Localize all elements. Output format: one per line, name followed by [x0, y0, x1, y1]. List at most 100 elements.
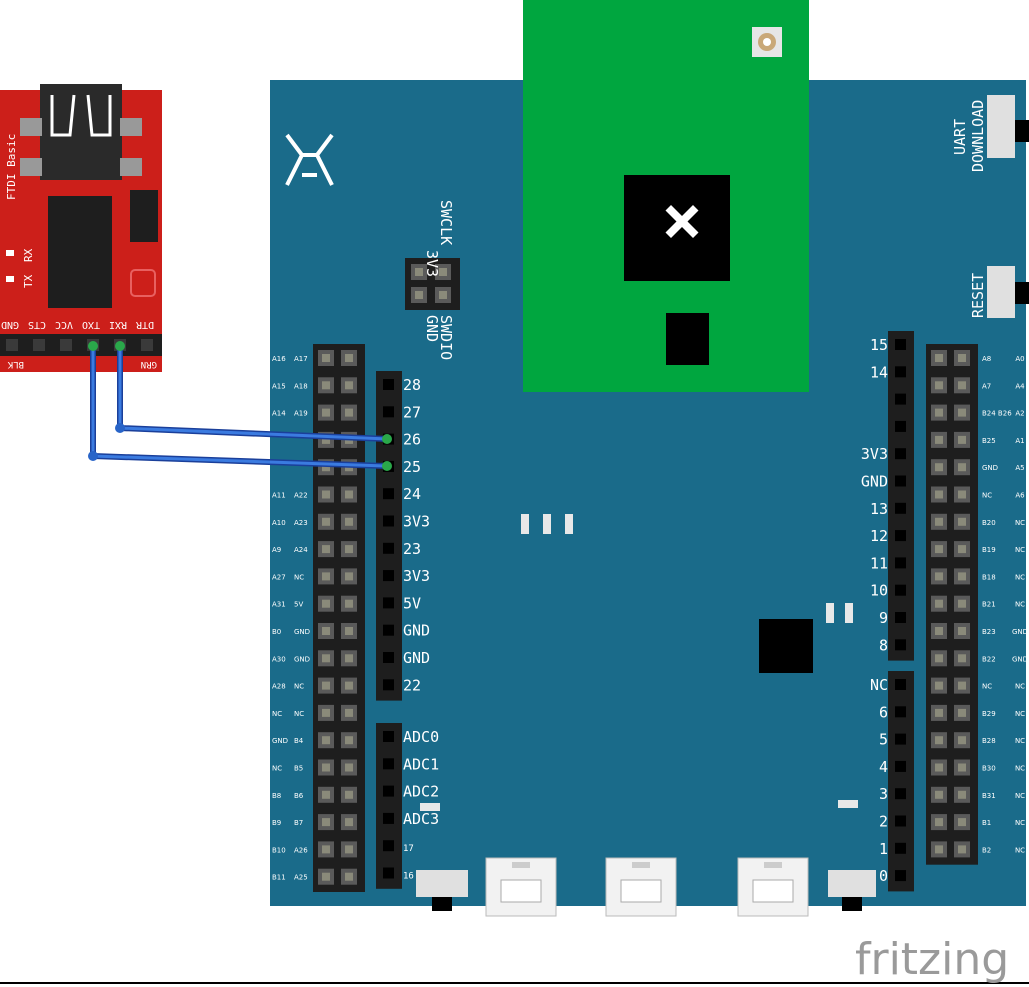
header-pin: [322, 408, 330, 417]
header-pin: [895, 760, 906, 772]
left-a-label: 26: [403, 431, 421, 449]
swd-swclk-label: SWCLK: [437, 200, 455, 245]
left-a-label: 3V3: [403, 567, 430, 585]
header-pin: [322, 381, 330, 390]
left-double-label-a: B11: [272, 874, 286, 882]
header-pin: [322, 545, 330, 554]
right-b-label: 3: [879, 785, 888, 803]
ftdi-cap: [130, 269, 156, 297]
ftdi-usb-port[interactable]: [40, 84, 122, 180]
header-pin: [322, 517, 330, 526]
header-pin: [895, 870, 906, 882]
right-double-label-a: B2: [982, 846, 991, 854]
ftdi-rxi-connection: [115, 341, 125, 351]
left-double-label-a: A31: [272, 601, 286, 609]
wire-rxi-to-26: [115, 348, 388, 442]
header-pin: [895, 530, 906, 542]
left-a-body: [376, 371, 402, 701]
header-pin: [345, 845, 353, 854]
header-pin: [345, 408, 353, 417]
right-a-label: 10: [870, 582, 888, 600]
header-pin: [958, 599, 966, 608]
pin-25-connection: [382, 461, 392, 471]
left-double-label-a: A15: [272, 382, 286, 390]
header-pin: [935, 490, 943, 499]
right-double-label-a: A8: [982, 355, 991, 363]
bottom-left-button[interactable]: [416, 870, 468, 897]
header-pin: [958, 572, 966, 581]
left-double-label-a: B8: [272, 792, 281, 800]
right-double-label-b: NC: [1015, 819, 1025, 827]
header-pin: [345, 681, 353, 690]
ftdi-tx-label: TX: [22, 274, 35, 288]
left-double-label-b: A18: [294, 382, 308, 390]
left-a-label: 22: [403, 676, 421, 694]
right-double-label-b: NC: [1015, 601, 1025, 609]
left-double-label-a: B0: [272, 628, 281, 636]
header-pin: [383, 785, 394, 797]
header-pin: [958, 627, 966, 635]
ftdi-pin-label: GND: [1, 319, 19, 330]
left-b-label: ADC1: [403, 755, 439, 773]
left-double-label-b: A24: [294, 546, 308, 554]
ftdi-header: [0, 334, 162, 356]
swd-swdio-label: SWDIO: [437, 315, 455, 360]
right-double-label-b: NC: [1015, 792, 1025, 800]
left-double-label-b: B4: [294, 737, 304, 745]
left-double-label-b: GND: [294, 655, 310, 663]
header-pin: [935, 354, 943, 362]
header-pin: [895, 584, 906, 596]
header-pin: [383, 570, 394, 582]
header-pin: [322, 354, 330, 362]
left-double-label-a: A27: [272, 573, 286, 581]
left-double-header-body: [313, 344, 365, 892]
header-pin: [345, 763, 353, 772]
right-double-label-a: B25: [982, 437, 996, 445]
led-1: [521, 514, 529, 534]
header-pin: [958, 818, 966, 827]
header-pin: [958, 790, 966, 799]
ftdi-txo-connection: [88, 341, 98, 351]
header-pin: [383, 542, 394, 554]
right-b-body: [888, 671, 914, 892]
ftdi-title: FTDI Basic: [5, 134, 18, 200]
header-pin: [958, 654, 966, 663]
left-double-label-a: A30: [272, 655, 286, 663]
header-pin: [958, 545, 966, 554]
right-a-body: [888, 331, 914, 661]
right-b-label: 2: [879, 813, 888, 831]
right-b-label: 6: [879, 703, 888, 721]
realtek-logo-icon: [665, 205, 699, 238]
header-pin: [895, 706, 906, 718]
uart-download-button[interactable]: [987, 95, 1015, 158]
right-double-label-b: NC: [1015, 573, 1025, 581]
header-pin: [958, 381, 966, 390]
left-double-label-b: A26: [294, 846, 308, 854]
right-a-label: 9: [879, 609, 888, 627]
reset-button[interactable]: [987, 266, 1015, 318]
left-b-label: ADC2: [403, 783, 439, 801]
header-pin: [383, 379, 394, 390]
header-pin: [935, 545, 943, 554]
header-pin: [935, 818, 943, 827]
header-pin: [895, 679, 906, 690]
left-double-label-b: A19: [294, 410, 308, 418]
header-pin: [935, 408, 943, 417]
left-double-label-b: NC: [294, 710, 304, 718]
download-label: DOWNLOAD: [969, 100, 987, 172]
left-a-label: GND: [403, 649, 430, 667]
header-pin: [383, 488, 394, 500]
header-pin: [935, 845, 943, 854]
header-pin: [322, 572, 330, 581]
left-a-label: 24: [403, 485, 421, 503]
right-double-label-b: A0: [1015, 355, 1024, 363]
ftdi-rx-label: RX: [22, 248, 35, 262]
header-pin: [935, 736, 943, 745]
swd-pin: [439, 268, 447, 276]
right-a-label: 11: [870, 554, 888, 572]
ftdi-pin-label: TXO: [82, 319, 100, 330]
led-4: [826, 603, 834, 623]
bottom-right-button[interactable]: [828, 870, 876, 897]
right-double-label-a: B18: [982, 573, 996, 581]
right-double-label-a: B31: [982, 792, 996, 800]
